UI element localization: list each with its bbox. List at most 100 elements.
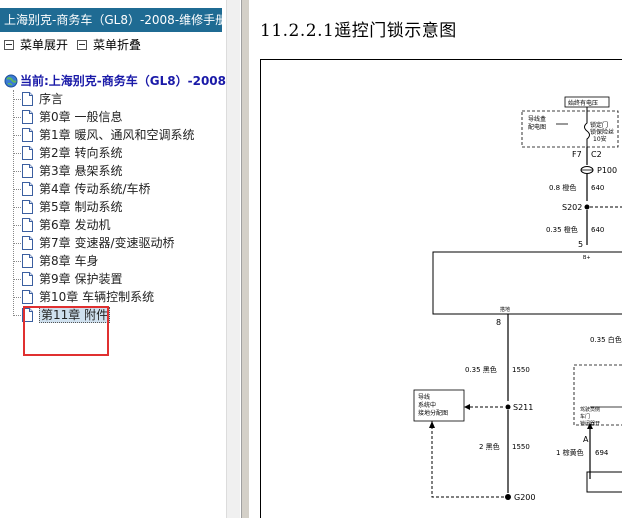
vertical-scrollbar[interactable] — [226, 0, 240, 518]
wire3-number: 1550 — [512, 366, 530, 374]
diagram-border — [260, 59, 622, 518]
tree-item[interactable]: 序言 — [13, 90, 63, 108]
ground-ref-label-3: 接地分配图 — [418, 409, 448, 417]
remote-door-lock-diagram: 始终有电压 导线盒 配电图 锁定门 锁保险丝 10安 F7 C2 P100 0.… — [260, 59, 622, 518]
tree-branch-line — [13, 278, 21, 281]
document-icon — [22, 182, 33, 196]
p100-label: P100 — [597, 166, 617, 175]
ground-ref-label-1: 导线 — [418, 393, 430, 401]
tree-branch-line — [13, 296, 21, 299]
ground-ref-dashed-path — [431, 421, 505, 498]
wire5-label: 1 棕黄色 — [556, 448, 584, 457]
tree-item-label: 第4章 传动系统/车桥 — [39, 182, 151, 196]
wire1-label: 0.8 橙色 — [549, 183, 576, 192]
tree-branch-line — [13, 134, 21, 137]
tree-branch-line — [13, 206, 21, 209]
document-icon — [22, 110, 33, 124]
s202-label: S202 — [562, 203, 582, 212]
fuse-id: F7 — [572, 150, 582, 159]
document-icon — [22, 200, 33, 214]
tree-item-label: 第3章 悬架系统 — [39, 164, 123, 178]
tree-item-label: 第9章 保护装置 — [39, 272, 123, 286]
ground-ref-up-arrow — [429, 421, 435, 428]
tree-item[interactable]: 第3章 悬架系统 — [13, 162, 122, 180]
control-module-box — [432, 251, 622, 315]
tree-root-label: 当前:上海别克-商务车（GL8）-2008-维修手册 — [20, 74, 240, 88]
tree-item[interactable]: 第2章 转向系统 — [13, 144, 122, 162]
manual-title-bar: 上海别克-商务车（GL8）-2008-维修手册 — [0, 8, 222, 32]
tree-item-label: 第11章 附件 — [39, 307, 111, 323]
tree-connector — [13, 90, 16, 316]
globe-icon — [4, 74, 18, 88]
wire4-label: 2 黑色 — [479, 442, 500, 451]
wire2-label: 0.35 橙色 — [546, 225, 578, 234]
fuse-label-3: 10安 — [593, 135, 607, 143]
wire4-number: 1550 — [512, 443, 530, 451]
tree-item-label: 第0章 一般信息 — [39, 110, 123, 124]
wire1-number: 640 — [591, 184, 604, 192]
document-icon — [22, 92, 33, 106]
collapse-menu-label: 菜单折叠 — [93, 38, 142, 52]
tree-branch-line — [13, 152, 21, 155]
tree-item[interactable]: 第1章 暖风、通风和空调系统 — [13, 126, 194, 144]
red-highlight-box — [23, 306, 109, 356]
fuse-symbol — [584, 115, 590, 147]
tree-branch-line — [13, 224, 21, 227]
tree-item[interactable]: 第11章 附件 — [13, 306, 111, 324]
expand-menu-button[interactable]: 菜单展开 — [4, 37, 68, 53]
tree-item[interactable]: 第10章 车辆控制系统 — [13, 288, 154, 306]
hot-label: 始终有电压 — [568, 99, 598, 107]
expand-icon — [4, 40, 14, 50]
tree-item-label: 序言 — [39, 92, 64, 106]
fuse-label-2: 锁保险丝 — [590, 128, 614, 136]
tree-branch-line — [13, 260, 21, 263]
fuse-box-label-2: 配电图 — [528, 123, 546, 131]
collapse-menu-button[interactable]: 菜单折叠 — [77, 37, 141, 53]
ground-ref-label-2: 系统中 — [418, 401, 436, 409]
s211-splice — [505, 404, 511, 410]
tree-item[interactable]: 第7章 变速器/变速驱动桥 — [13, 234, 175, 252]
tree-item-label: 第10章 车辆控制系统 — [39, 290, 155, 304]
tree-item-label: 第6章 发动机 — [39, 218, 111, 232]
switch-outline — [573, 364, 622, 426]
collapse-icon — [77, 40, 87, 50]
document-icon — [22, 290, 33, 304]
document-icon — [22, 146, 33, 160]
ground-ref-arrow — [464, 404, 470, 410]
expand-menu-label: 菜单展开 — [20, 38, 69, 52]
document-icon — [22, 164, 33, 178]
lower-module-box — [586, 471, 622, 493]
wire-right-label: 0.35 白色 — [590, 335, 622, 344]
tree-item[interactable]: 第9章 保护装置 — [13, 270, 122, 288]
tree-item-label: 第2章 转向系统 — [39, 146, 123, 160]
pin-8: 8 — [496, 318, 501, 327]
navigation-pane: 上海别克-商务车（GL8）-2008-维修手册 菜单展开 菜单折叠 当前:上海别… — [0, 0, 240, 518]
fuse-block-outline — [521, 110, 619, 148]
tree-item[interactable]: 第8章 车身 — [13, 252, 98, 270]
wire5-number: 694 — [595, 449, 609, 457]
tree-item-label: 第1章 暖风、通风和空调系统 — [39, 128, 195, 142]
tree-branch-line — [13, 188, 21, 191]
ground-pin-label: 搭地 — [500, 306, 510, 313]
ground-ref-box — [413, 389, 465, 422]
document-icon — [22, 218, 33, 232]
page-title: 11.2.2.1遥控门锁示意图 — [260, 21, 457, 41]
tree-item[interactable]: 第5章 制动系统 — [13, 198, 122, 216]
tree-item-label: 第5章 制动系统 — [39, 200, 123, 214]
switch-label-1: 驾驶员侧 — [580, 406, 600, 413]
tree-root-node[interactable]: 当前:上海别克-商务车（GL8）-2008-维修手册 — [4, 72, 240, 90]
tree-item[interactable]: 第0章 一般信息 — [13, 108, 122, 126]
document-icon — [22, 128, 33, 142]
tree-branch-line — [13, 116, 21, 119]
s211-label: S211 — [513, 403, 533, 412]
tree-branch-line — [13, 242, 21, 245]
content-pane: 11.2.2.1遥控门锁示意图 始终有电压 导线盒 配电图 锁定门 锁保险丝 1… — [249, 0, 622, 518]
document-icon — [22, 254, 33, 268]
document-icon — [22, 272, 33, 286]
module-pin-label: B+ — [583, 255, 591, 261]
tree-item-label: 第8章 车身 — [39, 254, 99, 268]
tree-item[interactable]: 第6章 发动机 — [13, 216, 110, 234]
pin-a: A — [583, 435, 589, 444]
tree-branch-line — [13, 98, 21, 101]
tree-item[interactable]: 第4章 传动系统/车桥 — [13, 180, 151, 198]
